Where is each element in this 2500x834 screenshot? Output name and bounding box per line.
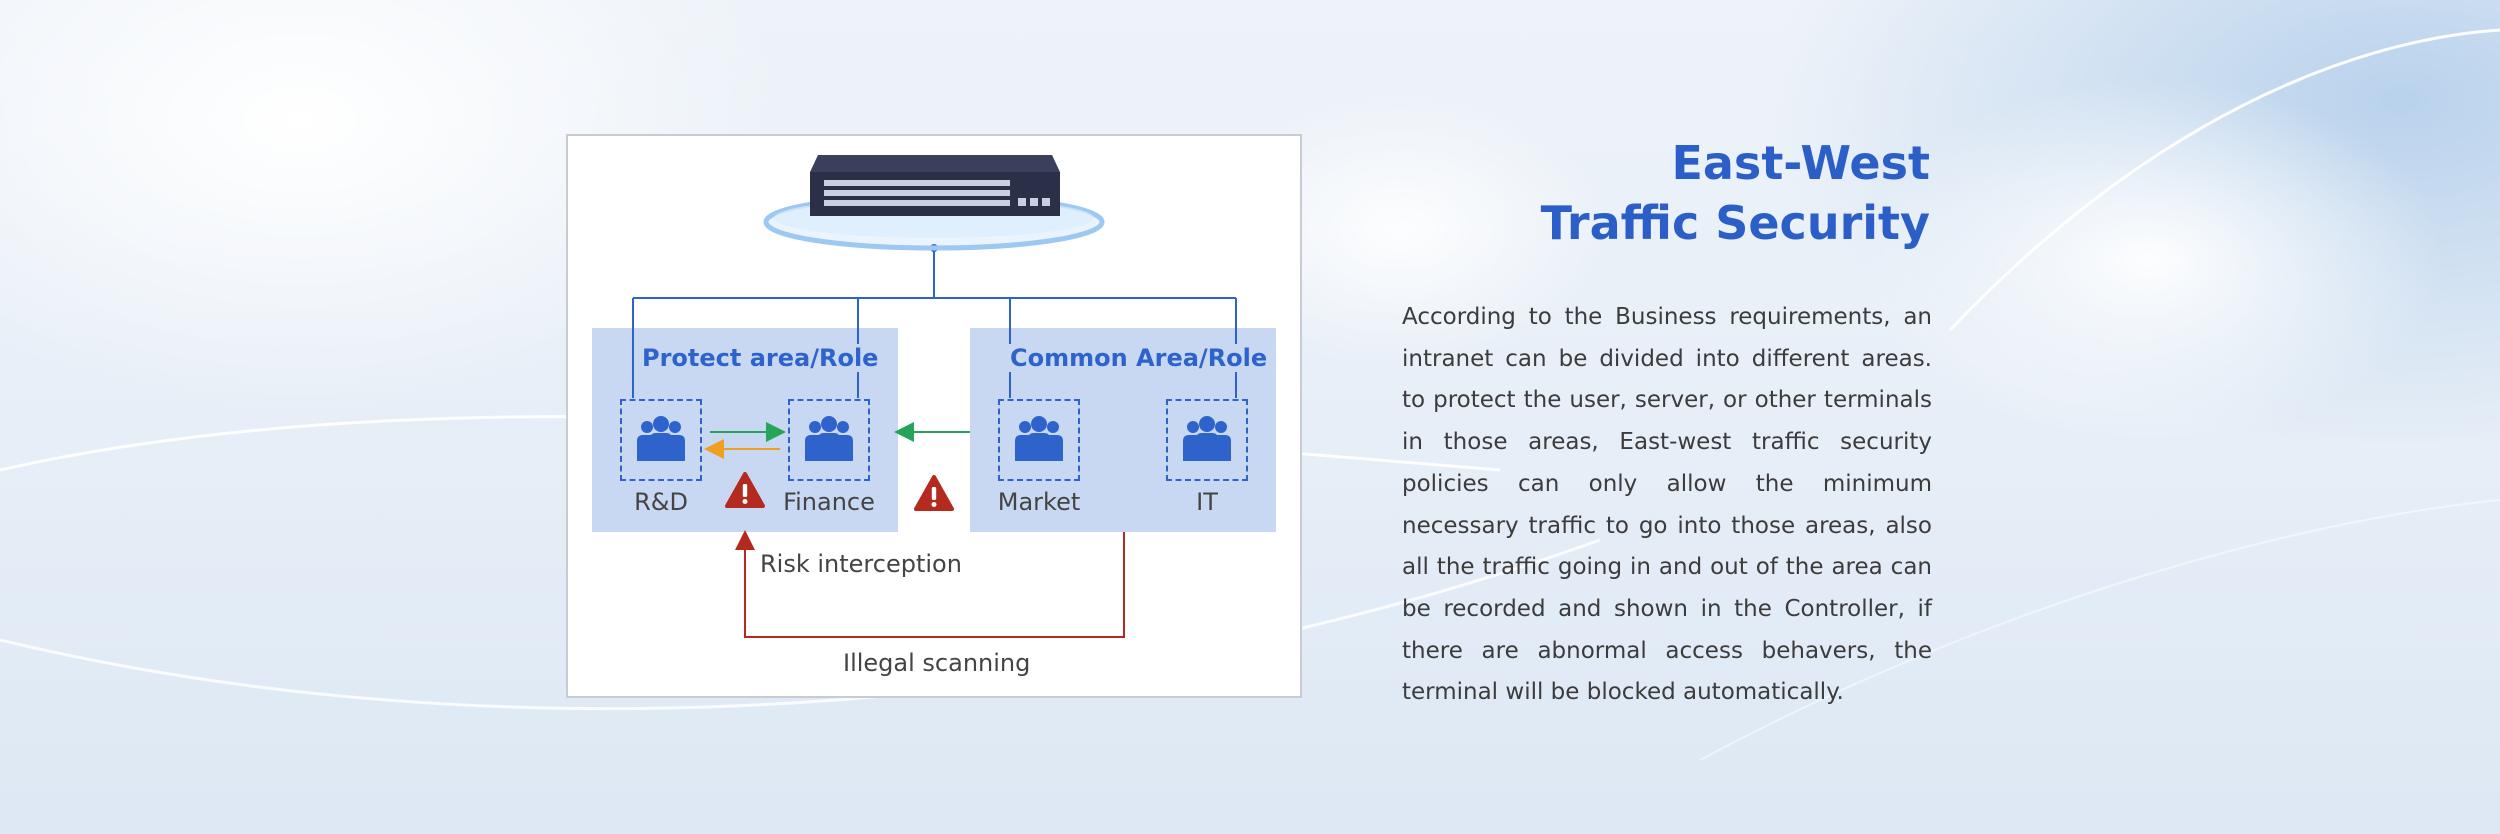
uplink-lines (632, 248, 1237, 398)
it-label: IT (1196, 488, 1218, 516)
warning-icon (725, 472, 765, 508)
warning-icon (914, 475, 954, 511)
common-area-label: Common Area/Role (1008, 344, 1270, 372)
risk-interception-label: Risk interception (760, 550, 962, 578)
section-title: East-West Traffic Security (1541, 133, 1930, 253)
protect-area-label: Protect area/Role (640, 344, 881, 372)
finance-label: Finance (783, 488, 875, 516)
description-paragraph: According to the Business requirements, … (1402, 304, 1932, 706)
network-switch-icon (763, 155, 1105, 251)
market-label: Market (997, 488, 1081, 516)
market-group-box (998, 399, 1080, 481)
rd-group-box (620, 399, 702, 481)
users-icon (1015, 416, 1063, 461)
rd-label: R&D (634, 488, 688, 516)
title-line-2: Traffic Security (1540, 196, 1930, 250)
users-icon (1183, 416, 1231, 461)
title-line-1: East-West (1671, 136, 1930, 190)
finance-group-box (788, 399, 870, 481)
illegal-scan-path (735, 530, 1125, 638)
users-icon (637, 416, 685, 461)
illegal-scanning-label: Illegal scanning (843, 649, 1031, 677)
users-icon (805, 416, 853, 461)
it-group-box (1166, 399, 1248, 481)
